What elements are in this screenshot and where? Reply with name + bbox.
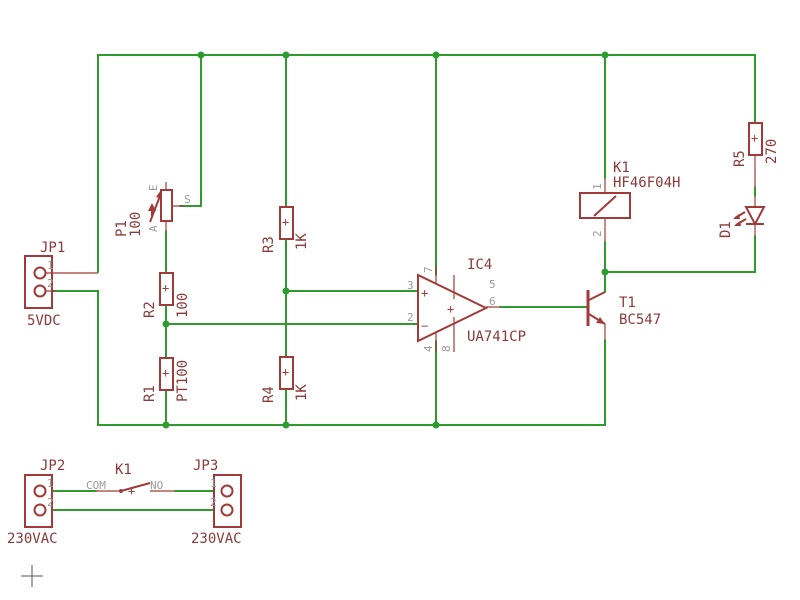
jp2-pin2-label: 2 <box>47 496 54 509</box>
r3-name: R3 <box>261 236 277 253</box>
t1-name: T1 <box>619 295 636 311</box>
k1-coil-pin1: 1 <box>591 183 604 190</box>
ic4-pin2: 2 <box>407 311 414 324</box>
k1-switch-plus: + <box>128 484 135 498</box>
connector-jp1[interactable]: 1 2 JP1 5VDC <box>24 240 98 329</box>
ic4-minus-input: − <box>421 319 428 333</box>
k1-coil-value: HF46F04H <box>613 175 680 191</box>
ic4-value: UA741CP <box>467 329 526 345</box>
r3-value: 1K <box>294 233 310 250</box>
ic4-pin6: 6 <box>489 295 496 308</box>
jp1-pin2-label: 2 <box>47 277 54 290</box>
r4-name: R4 <box>261 386 277 403</box>
wire-top-rail <box>97 54 756 273</box>
r2-name: R2 <box>142 301 158 318</box>
p1-pin-a: A <box>147 225 160 232</box>
d1-name: D1 <box>718 221 734 238</box>
jp3-pin1-label: 1 <box>210 477 217 490</box>
r1-value: PT100 <box>175 360 191 402</box>
junction-dot <box>282 287 290 295</box>
p1-name: P1 <box>114 220 130 237</box>
r4-plus: + <box>282 365 289 379</box>
jp2-name: JP2 <box>40 458 65 474</box>
junction-dot <box>282 51 290 59</box>
junction-dot <box>601 51 609 59</box>
junctions <box>162 51 609 429</box>
jp1-pin1-label: 1 <box>47 259 54 272</box>
jp3-value: 230VAC <box>191 531 242 547</box>
potentiometer-p1[interactable]: E A S P1 100 <box>114 182 191 237</box>
ic4-pin4: 4 <box>422 345 435 352</box>
connector-jp2[interactable]: 1 2 JP2 230VAC <box>7 458 65 547</box>
r5-name: R5 <box>732 150 748 167</box>
junction-dot <box>601 268 609 276</box>
junction-dot <box>162 421 170 429</box>
r3-plus: + <box>282 215 289 229</box>
jp3-pin2-label: 2 <box>210 496 217 509</box>
wires <box>51 54 756 511</box>
led-d1[interactable]: D1 <box>718 196 766 238</box>
p1-value: 100 <box>128 212 144 237</box>
ic4-pin7: 7 <box>422 266 435 273</box>
resistor-r2[interactable]: + R2 100 <box>142 272 191 318</box>
opamp-ic4[interactable]: + − + 3 2 6 5 7 4 8 IC4 UA741CP <box>407 257 526 352</box>
ic4-center-mark: + <box>447 302 454 316</box>
resistor-r5[interactable]: + R5 270 <box>732 122 780 187</box>
junction-dot <box>282 421 290 429</box>
resistor-r1-pt100[interactable]: + R1 PT100 <box>142 357 191 402</box>
ic4-name: IC4 <box>467 257 492 273</box>
r2-plus: + <box>162 281 169 295</box>
junction-dot <box>432 421 440 429</box>
jp1-name: JP1 <box>40 240 65 256</box>
transistor-t1[interactable]: T1 BC547 <box>586 290 661 340</box>
jp3-name: JP3 <box>193 458 218 474</box>
ic4-plus-input: + <box>421 286 428 300</box>
wire-p1-wiper <box>179 54 202 207</box>
relay-k1-switch[interactable]: + COM NO K1 <box>86 462 175 498</box>
relay-k1-coil[interactable]: 1 2 K1 HF46F04H <box>579 160 680 242</box>
resistor-r4[interactable]: + R4 1K <box>261 356 310 403</box>
r4-value: 1K <box>294 384 310 401</box>
r5-plus: + <box>751 131 758 145</box>
k1-switch-name: K1 <box>115 462 132 478</box>
k1-coil-name: K1 <box>613 160 630 176</box>
ic4-pin8: 8 <box>440 345 453 352</box>
junction-dot <box>197 51 205 59</box>
wire-bottom-rail <box>51 290 606 426</box>
k1-switch-no: NO <box>150 479 163 492</box>
k1-coil-pin2: 2 <box>591 230 604 237</box>
junction-dot <box>162 320 170 328</box>
p1-pin-e: E <box>147 184 160 191</box>
jp1-value: 5VDC <box>27 313 61 329</box>
k1-switch-com: COM <box>86 479 106 492</box>
junction-dot <box>432 51 440 59</box>
connector-jp3[interactable]: 1 2 JP3 230VAC <box>191 458 242 547</box>
ic4-pin3: 3 <box>407 279 414 292</box>
jp2-value: 230VAC <box>7 531 58 547</box>
resistor-r3[interactable]: + R3 1K <box>261 206 310 253</box>
r1-plus: + <box>162 366 169 380</box>
r2-value: 100 <box>175 293 191 318</box>
r5-value: 270 <box>764 139 780 164</box>
t1-value: BC547 <box>619 312 661 328</box>
ic4-pin5: 5 <box>489 278 496 291</box>
r1-name: R1 <box>142 385 158 402</box>
wire-led-return <box>604 235 756 273</box>
jp2-pin1-label: 1 <box>47 477 54 490</box>
p1-pin-s: S <box>184 193 191 206</box>
origin-crosshair-icon <box>21 565 43 587</box>
